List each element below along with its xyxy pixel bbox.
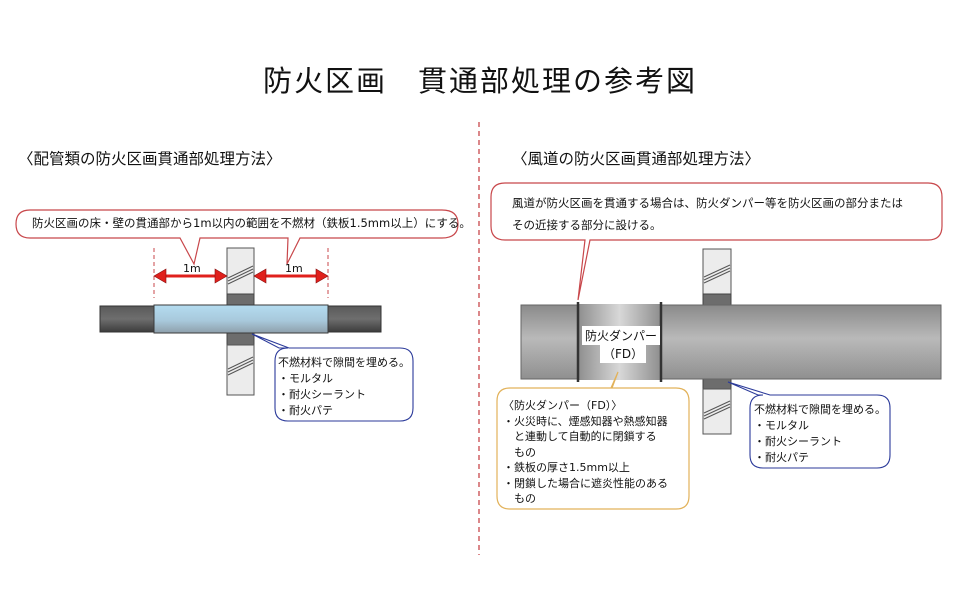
- dimension-arrow-left: [153, 268, 228, 284]
- right-wall-upper: [702, 248, 732, 306]
- pipe-left-segment: [99, 305, 156, 333]
- right-fill-note: 不燃材料で隙間を埋める。 ・モルタル ・耐火シーラント ・耐火パテ: [754, 402, 886, 466]
- right-wall-lower: [702, 378, 732, 435]
- right-top-callout: [490, 182, 943, 301]
- left-fill-note-lead: 不燃材料で隙間を埋める。: [278, 356, 410, 369]
- right-section-heading: 〈風道の防火区画貫通部処理方法〉: [512, 150, 761, 168]
- left-fill-note-item: ・モルタル: [278, 372, 333, 385]
- fd-note-line: ・閉鎖した場合に遮炎性能のある: [503, 476, 668, 490]
- right-fill-note-item: ・モルタル: [754, 419, 809, 432]
- fd-note-line: ・火災時に、煙感知器や熱感知器: [503, 414, 668, 428]
- noncombustible-sleeve: [153, 304, 329, 334]
- damper-label: 防火ダンパー: [582, 326, 661, 345]
- left-section-heading: 〈配管類の防火区画貫通部処理方法〉: [18, 150, 282, 168]
- right-fill-note-item: ・耐火シーラント: [754, 435, 842, 448]
- fd-note-callout: [496, 371, 690, 510]
- left-wall-lower: [226, 332, 255, 396]
- fd-note: 〈防火ダンパー（FD）〉 ・火災時に、煙感知器や熱感知器 と連動して自動的に閉鎖…: [503, 398, 668, 507]
- left-wall-upper: [226, 247, 255, 307]
- left-top-callout: [15, 209, 459, 266]
- page-title: 防火区画 貫通部処理の参考図: [262, 64, 697, 98]
- dimension-label-right: 1m: [285, 262, 303, 275]
- fd-note-line: 〈防火ダンパー（FD）〉: [503, 399, 623, 412]
- fd-note-line: もの: [503, 445, 536, 459]
- fd-note-line: と連動して自動的に閉鎖する: [503, 430, 657, 443]
- fd-note-line: もの: [503, 492, 536, 505]
- right-top-callout-text: 風道が防火区画を貫通する場合は、防火ダンパー等を防火区画の部分または その近接す…: [512, 192, 903, 236]
- dimension-label-left: 1m: [183, 262, 201, 275]
- right-fill-note-lead: 不燃材料で隙間を埋める。: [754, 403, 886, 416]
- left-fill-note: 不燃材料で隙間を埋める。 ・モルタル ・耐火シーラント ・耐火パテ: [278, 355, 410, 419]
- damper-abbr-label: （FD）: [600, 344, 647, 363]
- dimension-arrow-right: [253, 268, 329, 284]
- left-fill-note-callout: [251, 333, 414, 422]
- right-fill-note-item: ・耐火パテ: [754, 451, 809, 464]
- fd-note-line: ・鉄板の厚さ1.5mm以上: [503, 461, 630, 474]
- left-top-callout-text: 防火区画の床・壁の貫通部から1m以内の範囲を不燃材（鉄板1.5mm以上）にする。: [32, 216, 471, 230]
- right-top-callout-line: 風道が防火区画を貫通する場合は、防火ダンパー等を防火区画の部分または: [512, 196, 903, 210]
- right-fill-note-callout: [727, 381, 891, 469]
- left-fill-note-item: ・耐火シーラント: [278, 388, 366, 401]
- pipe-right-segment: [326, 305, 382, 333]
- right-top-callout-line: その近接する部分に設ける。: [512, 218, 662, 232]
- left-fill-note-item: ・耐火パテ: [278, 404, 333, 417]
